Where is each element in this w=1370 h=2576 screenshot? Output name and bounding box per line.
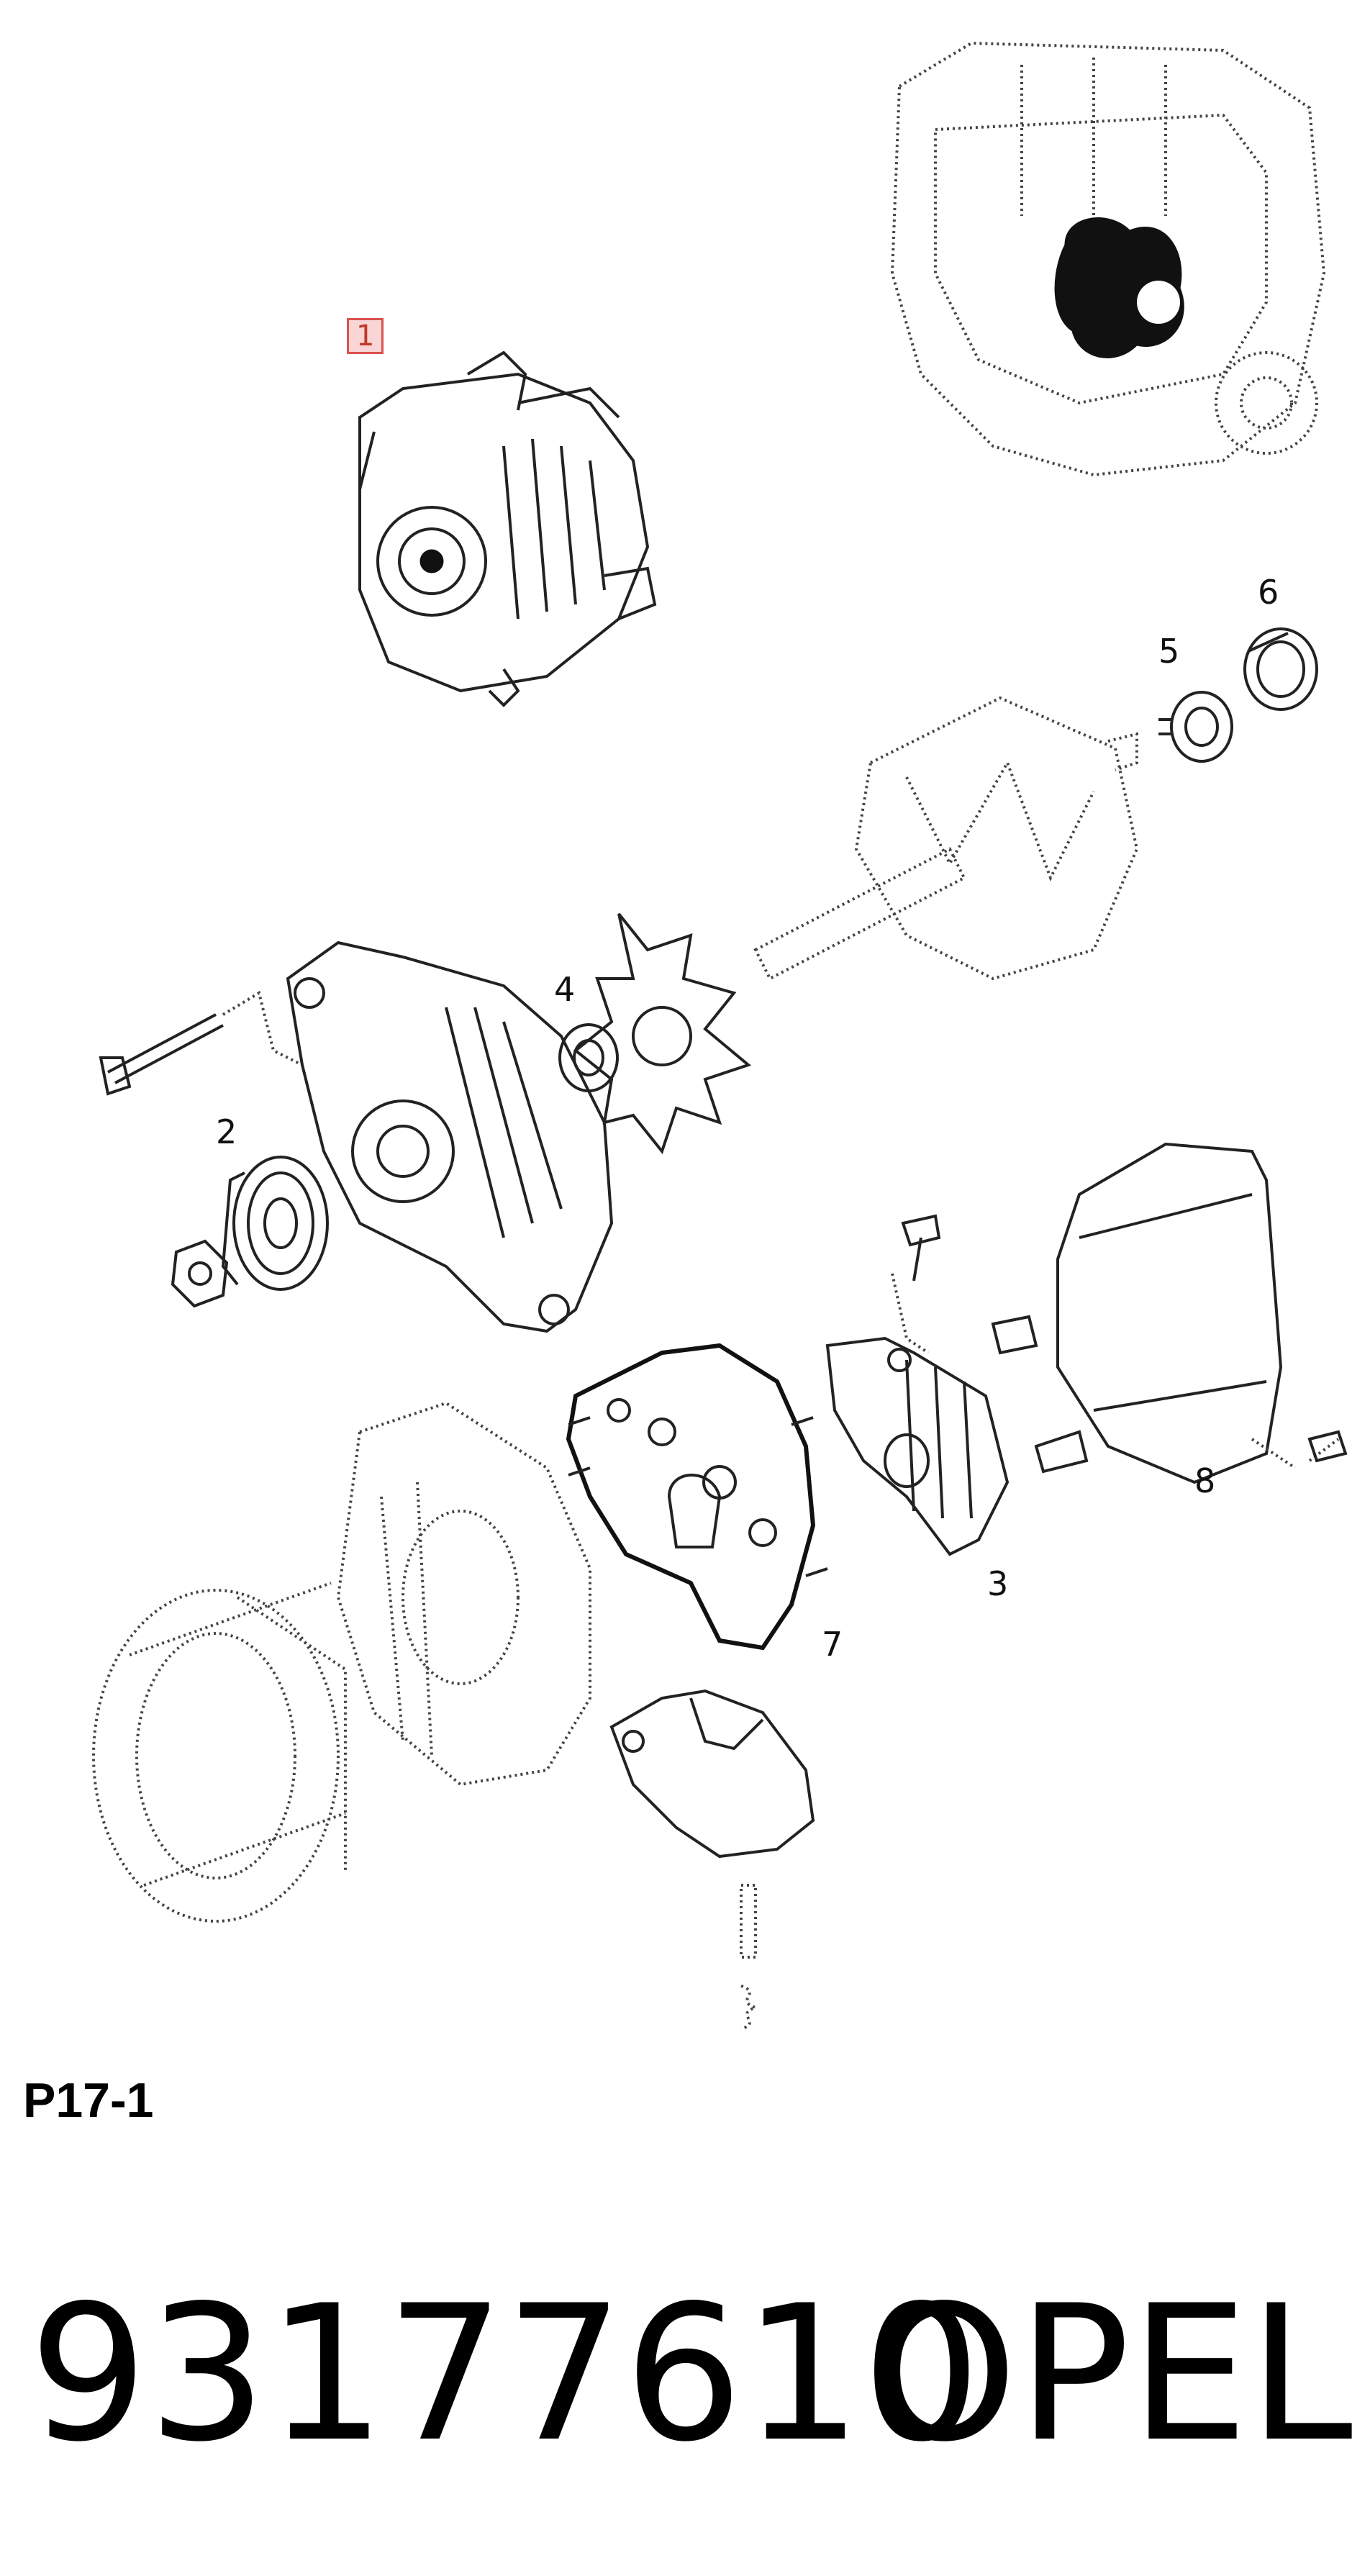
part-5-bearing xyxy=(1158,691,1233,763)
screws xyxy=(891,1214,1089,1474)
brush-springs xyxy=(740,1884,761,2031)
callout-3[interactable]: 3 xyxy=(987,1564,1009,1603)
page-reference: P17-1 xyxy=(23,2073,154,2128)
callout-8[interactable]: 8 xyxy=(1194,1461,1216,1500)
part-number: 93177610 xyxy=(29,2266,981,2483)
part-8-rear-cover xyxy=(1056,1142,1348,1484)
part-2-pulley xyxy=(221,1156,329,1291)
long-bolt xyxy=(99,990,303,1096)
brush-holder xyxy=(609,1689,815,1859)
pulley-nut xyxy=(171,1239,229,1308)
engine-illustration xyxy=(890,41,1326,477)
callout-7[interactable]: 7 xyxy=(822,1625,843,1664)
callout-2[interactable]: 2 xyxy=(216,1112,237,1151)
brand-name: OPEL xyxy=(870,2266,1353,2483)
callout-6[interactable]: 6 xyxy=(1258,573,1279,612)
callout-4[interactable]: 4 xyxy=(554,970,576,1009)
part-number-footer: 93177610 OPEL xyxy=(29,2267,1353,2482)
rear-housing xyxy=(336,1401,591,1787)
callout-5[interactable]: 5 xyxy=(1158,632,1180,671)
part-3-regulator xyxy=(825,1336,1010,1556)
part-4-bearing xyxy=(558,1023,619,1092)
alternator-assembly xyxy=(358,350,657,707)
callout-1[interactable]: 1 xyxy=(347,318,384,354)
fan-blade xyxy=(573,912,752,1155)
front-housing xyxy=(286,940,614,1333)
stator xyxy=(92,1582,347,1923)
rotor-shaft xyxy=(753,696,1139,981)
part-7-rectifier xyxy=(566,1343,828,1651)
exploded-parts-diagram xyxy=(92,41,1348,2031)
part-6-ring xyxy=(1243,627,1318,711)
